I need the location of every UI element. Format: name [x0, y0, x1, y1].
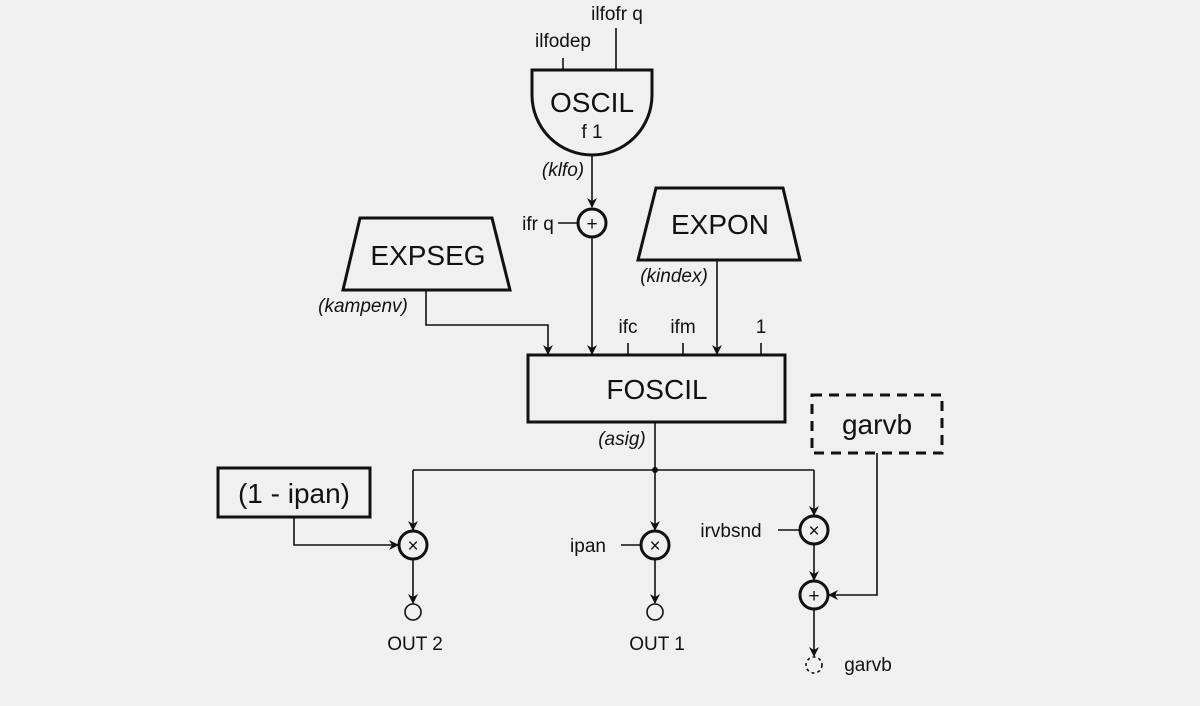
foscil-block: FOSCIL — [526, 353, 787, 424]
garvb-input-label: garvb — [842, 409, 912, 440]
plus-icon: + — [586, 214, 597, 235]
multiplier-left: × — [397, 529, 429, 561]
one-minus-ipan-label: (1 - ipan) — [238, 478, 350, 509]
out1-label: OUT 1 — [629, 634, 685, 655]
garvb-input-block: garvb — [810, 393, 944, 455]
ilfodep-label: ilfodep — [535, 31, 591, 52]
ifm-label: ifm — [670, 317, 695, 338]
times-icon: × — [808, 521, 819, 542]
multiplier-right: × — [798, 514, 830, 546]
out1-terminal — [646, 603, 664, 621]
garvb-output-label: garvb — [844, 655, 892, 676]
klfo-label: (klfo) — [542, 160, 584, 181]
asig-label: (asig) — [598, 429, 646, 450]
expseg-label: EXPSEG — [370, 240, 485, 271]
expseg-block: EXPSEG — [341, 216, 512, 292]
one-label: 1 — [756, 317, 767, 338]
expon-block: EXPON — [636, 186, 802, 262]
kampenv-label: (kampenv) — [318, 296, 408, 317]
adder-rvb: + — [798, 579, 830, 611]
ifrq-label: ifr q — [522, 214, 554, 235]
ipan-label: ipan — [570, 536, 606, 557]
kindex-label: (kindex) — [640, 266, 708, 287]
out2-terminal — [404, 603, 422, 621]
irvbsnd-label: irvbsnd — [700, 521, 761, 542]
expon-label: EXPON — [671, 209, 769, 240]
oscil-table: f 1 — [581, 122, 602, 143]
multiplier-mid: × — [639, 529, 671, 561]
times-icon: × — [407, 536, 418, 557]
oscil-block: OSCIL f 1 — [530, 68, 654, 157]
plus-icon: + — [808, 586, 819, 607]
ifc-label: ifc — [619, 317, 638, 338]
garvb-output-terminal — [805, 656, 823, 674]
foscil-label: FOSCIL — [606, 374, 707, 405]
times-icon: × — [649, 536, 660, 557]
one-minus-ipan-block: (1 - ipan) — [216, 466, 372, 519]
ilfofrq-label: ilfofr q — [591, 4, 643, 25]
adder-lfo: + — [576, 207, 608, 239]
oscil-label: OSCIL — [550, 87, 634, 118]
out2-label: OUT 2 — [387, 634, 443, 655]
